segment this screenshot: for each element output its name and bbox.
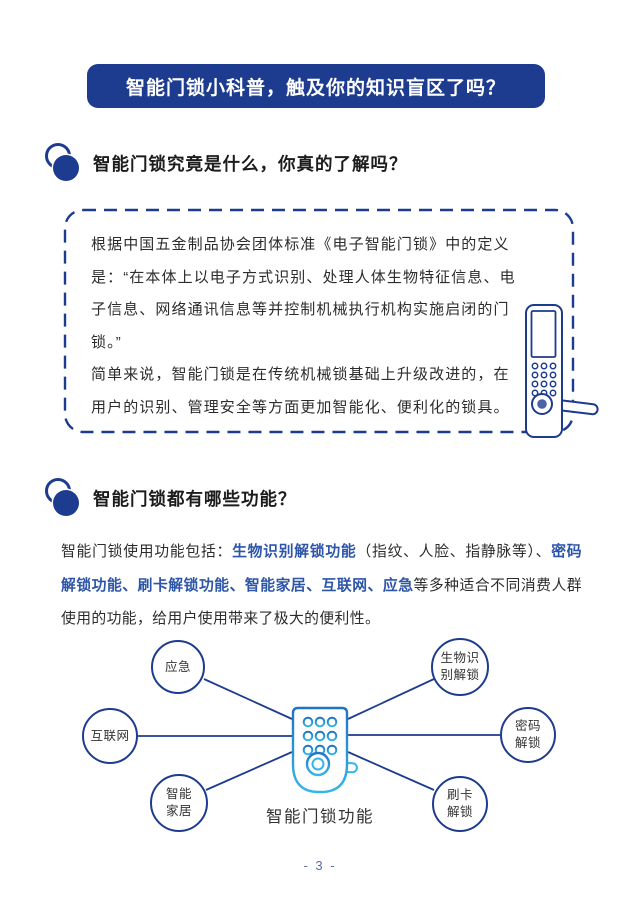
definition-line: 简单来说，智能门锁是在传统机械锁基础上升级改进的，在: [91, 366, 510, 383]
definition-text: 根据中国五金制品协会团体标准《电子智能门锁》中的定义 是：“在本体上以电子方式识…: [91, 229, 531, 424]
diagram-lines: [138, 678, 500, 791]
smart-lock-icon: [291, 706, 358, 794]
page-number: - 3 -: [303, 858, 337, 873]
node-emergency: 应急: [151, 640, 205, 694]
page-title: 智能门锁小科普，触及你的知识盲区了吗？: [87, 64, 545, 108]
keypad-dots: [302, 716, 338, 756]
node-internet: 互联网: [82, 708, 138, 764]
node-password-unlock: 密码 解锁: [500, 707, 556, 763]
definition-line: 根据中国五金制品协会团体标准《电子智能门锁》中的定义: [91, 236, 510, 253]
door-lock-illustration: [525, 304, 599, 438]
diagram-caption: 智能门锁功能: [266, 808, 374, 826]
overlap-circles-icon: [45, 143, 81, 183]
definition-box-border: [63, 208, 575, 434]
section1-heading-text: 智能门锁究竟是什么，你真的了解吗？: [93, 153, 408, 174]
definition-line: 是：“在本体上以电子方式识别、处理人体生物特征信息、电: [91, 268, 516, 286]
page-title-text: 智能门锁小科普，触及你的知识盲区了吗？: [125, 77, 506, 99]
overlap-circles-icon: [45, 478, 81, 518]
node-card-unlock: 刷卡 解锁: [432, 776, 488, 832]
section2-heading: 智能门锁都有哪些功能？: [43, 478, 297, 518]
keypad-dots: [531, 362, 557, 397]
node-biometric-unlock: 生物识 别解锁: [431, 638, 489, 696]
functions-paragraph: 智能门锁使用功能包括：生物识别解锁功能（指纹、人脸、指静脉等）、密码解锁功能、刷…: [61, 544, 583, 627]
definition-line: 锁。”: [91, 333, 122, 351]
definition-line: 子信息、网络通讯信息等并控制机械执行机构实施启闭的门: [91, 301, 510, 318]
section1-heading: 智能门锁究竟是什么，你真的了解吗？: [43, 143, 408, 183]
definition-line: 用户的识别、管理安全等方面更加智能化、便利化的锁具。: [91, 398, 510, 416]
section2-heading-text: 智能门锁都有哪些功能？: [93, 488, 297, 509]
node-smart-home: 智能 家居: [150, 774, 208, 832]
